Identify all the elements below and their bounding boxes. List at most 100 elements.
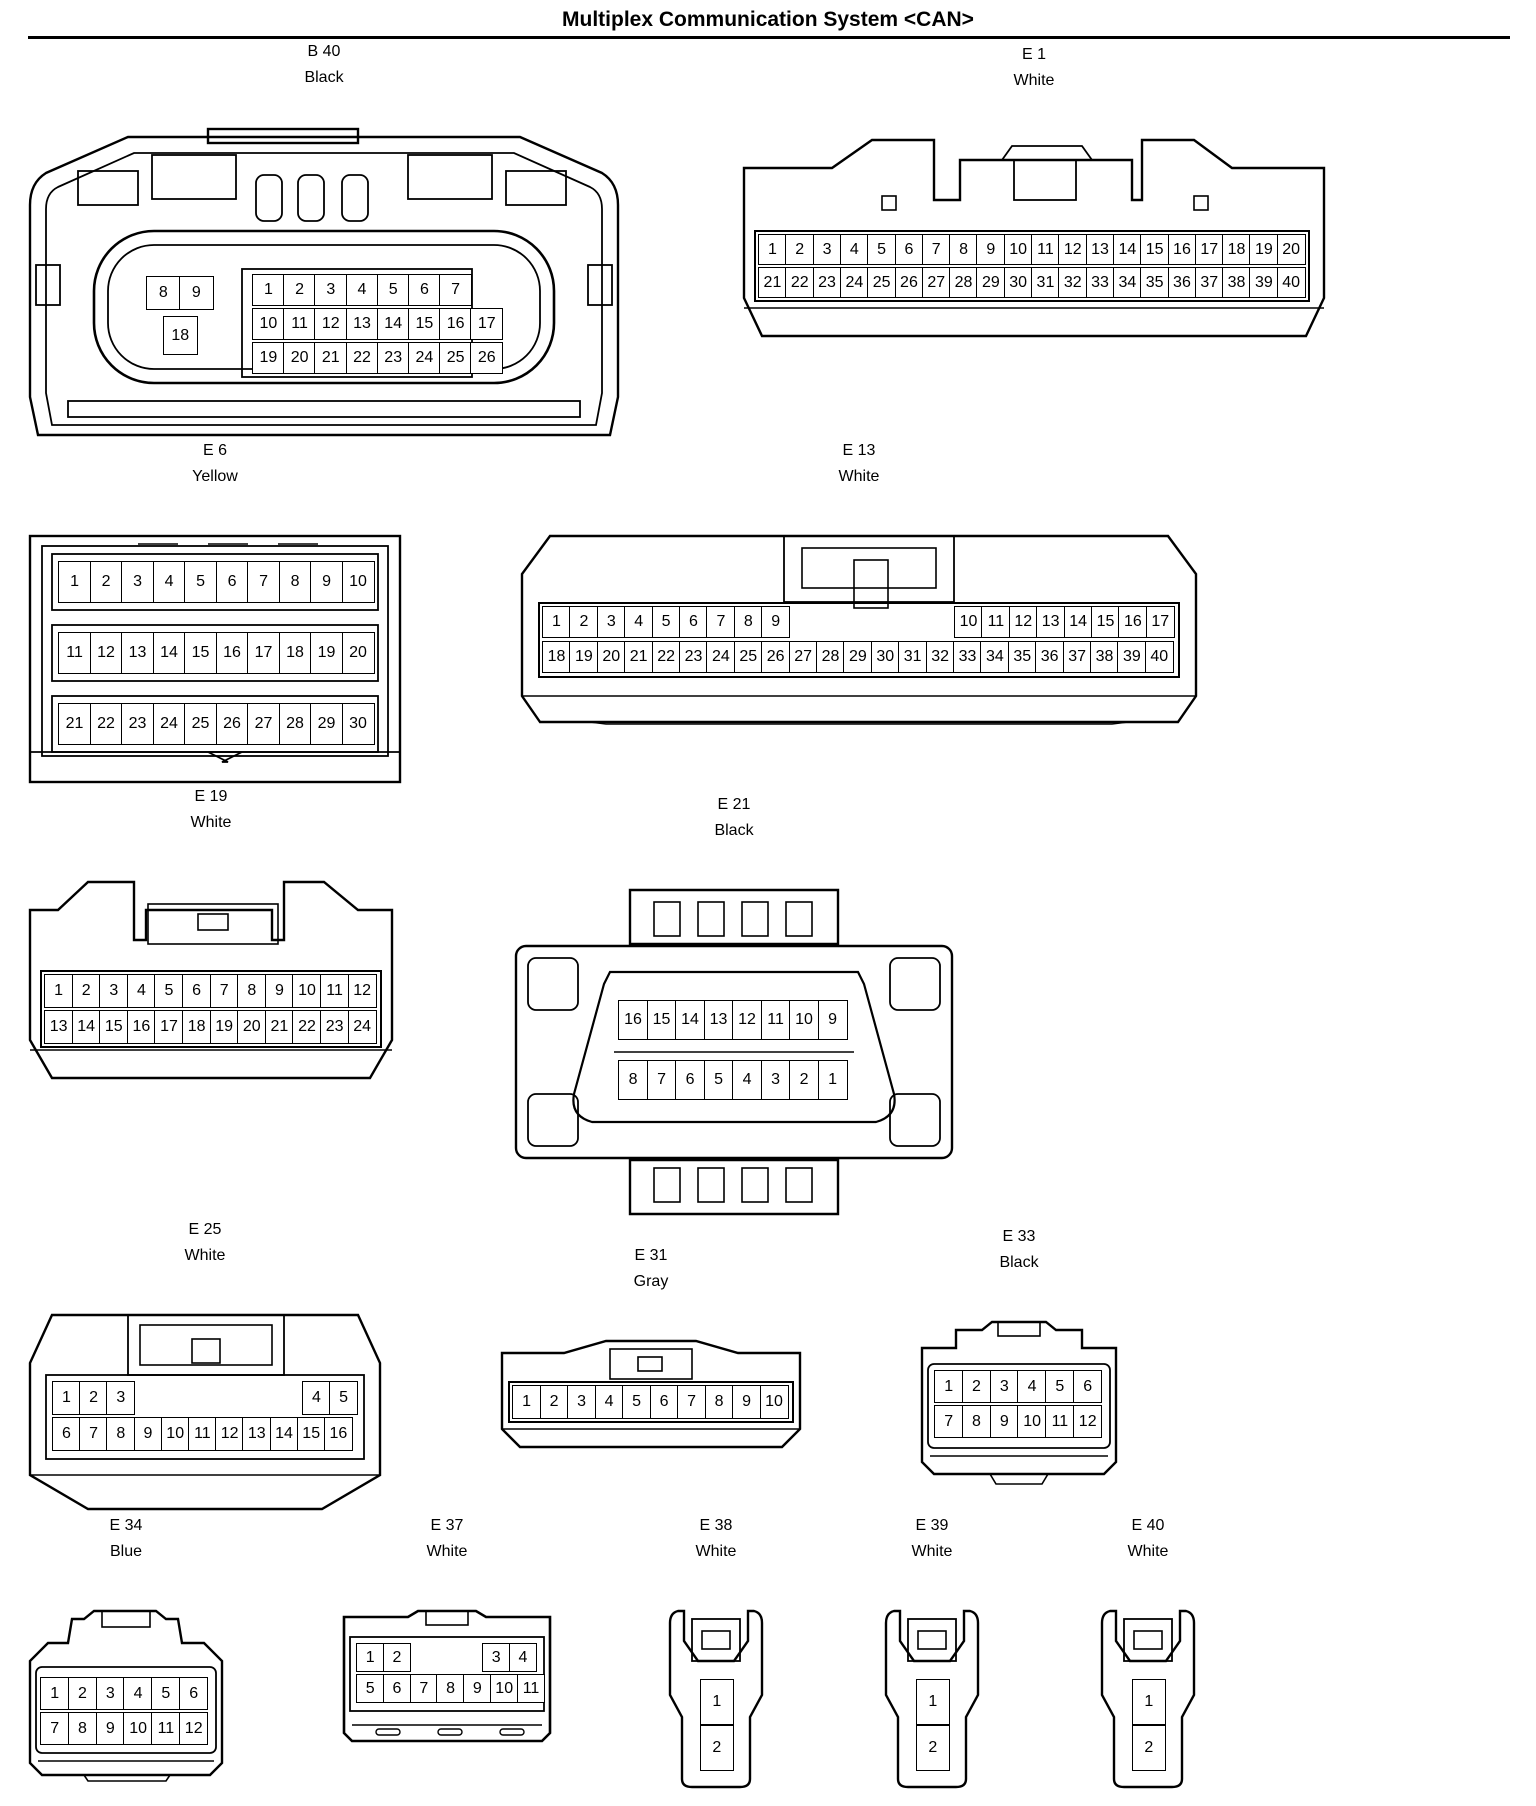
pin-terminal: 26 <box>761 641 791 673</box>
connector-name: E 31 <box>634 1247 668 1264</box>
pin-terminal: 40 <box>1144 641 1174 673</box>
pin-terminal: 3 <box>314 274 348 306</box>
pin-terminal: 33 <box>1085 267 1115 298</box>
pin-terminal: 16 <box>439 308 472 340</box>
pin-terminal: 39 <box>1117 641 1147 673</box>
pin-terminal: 20 <box>1276 234 1306 265</box>
pin-terminal: 12 <box>314 308 348 340</box>
pin-terminal: 22 <box>292 1010 322 1044</box>
pin-terminal: 2 <box>382 1643 412 1672</box>
connector-name: E 1 <box>1021 46 1046 63</box>
pin-terminal: 4 <box>126 974 156 1008</box>
pin-terminal: 29 <box>310 703 344 745</box>
pin-terminal: 15 <box>1140 234 1170 265</box>
pin-terminal: 1 <box>512 1385 542 1419</box>
connector-color: Blue <box>109 1543 143 1560</box>
pin-terminal: 26 <box>894 267 924 298</box>
pin-terminal: 13 <box>242 1417 272 1451</box>
connector-housing <box>500 1339 802 1449</box>
pin-terminal: 19 <box>252 342 285 374</box>
connector-housing <box>28 534 402 784</box>
pin-terminal: 6 <box>182 974 212 1008</box>
pin-terminal: 2 <box>961 1370 992 1403</box>
pin-terminal: 14 <box>1112 234 1142 265</box>
pin-terminal: 1 <box>356 1643 385 1672</box>
pin-terminal: 17 <box>1145 606 1175 638</box>
pin-terminal: 5 <box>703 1060 734 1100</box>
pin-terminal: 4 <box>302 1381 331 1415</box>
pin-terminal: 14 <box>152 632 186 674</box>
pin-terminal: 13 <box>1085 234 1115 265</box>
pin-terminal: 30 <box>870 641 900 673</box>
pin-terminal: 23 <box>121 703 155 745</box>
pin-terminal: 3 <box>121 561 155 603</box>
pin-cavity <box>754 230 1310 302</box>
pin-terminal: 38 <box>1222 267 1251 298</box>
pin-terminal: 5 <box>154 974 184 1008</box>
pin-terminal: 20 <box>596 641 626 673</box>
pin-terminal: 2 <box>79 1381 108 1415</box>
pin-terminal: 6 <box>408 274 441 306</box>
pin-terminal: 1 <box>1132 1679 1166 1725</box>
connector-color: Gray <box>633 1273 669 1290</box>
pin-terminal: 28 <box>949 267 978 298</box>
pin-terminal: 1 <box>916 1679 950 1725</box>
pin-terminal: 4 <box>508 1643 538 1672</box>
pin-terminal: 2 <box>89 561 123 603</box>
connector-housing <box>514 888 954 1216</box>
pin-terminal: 34 <box>1112 267 1142 298</box>
pin-terminal: 6 <box>52 1417 81 1451</box>
pin-terminal: 12 <box>89 632 123 674</box>
pin-terminal: 18 <box>182 1010 212 1044</box>
pin-terminal: 9 <box>133 1417 163 1451</box>
connector-housing <box>28 127 620 437</box>
pin-terminal: 21 <box>624 641 654 673</box>
pin-terminal: 3 <box>760 1060 791 1100</box>
pin-terminal: 5 <box>376 274 410 306</box>
pin-terminal: 24 <box>408 342 441 374</box>
pin-terminal: 1 <box>58 561 92 603</box>
pin-terminal: 10 <box>292 974 322 1008</box>
pin-terminal: 25 <box>439 342 472 374</box>
pin-terminal: 16 <box>1167 234 1197 265</box>
pin-terminal: 4 <box>1017 1370 1047 1403</box>
pin-cavity <box>40 970 382 1048</box>
connector-color: White <box>190 814 232 831</box>
pin-terminal: 7 <box>40 1712 70 1745</box>
pin-terminal: 29 <box>843 641 873 673</box>
connector-housing <box>28 1609 224 1782</box>
pin-terminal: 10 <box>789 1000 820 1040</box>
pin-terminal: 3 <box>95 1677 125 1710</box>
pin-terminal: 9 <box>817 1000 848 1040</box>
pin-cavity <box>538 602 1180 678</box>
pin-terminal: 12 <box>347 974 377 1008</box>
pin-terminal: 10 <box>1017 1405 1047 1438</box>
pin-terminal: 17 <box>470 308 504 340</box>
pin-terminal: 1 <box>700 1679 734 1725</box>
connector-name: E 25 <box>188 1221 222 1238</box>
pin-terminal: 2 <box>785 234 815 265</box>
pin-terminal: 8 <box>949 234 978 265</box>
pin-terminal: 9 <box>761 606 791 638</box>
pin-terminal: 6 <box>382 1674 412 1703</box>
pin-terminal: 23 <box>320 1010 350 1044</box>
pin-terminal: 7 <box>677 1385 707 1419</box>
pin-terminal: 8 <box>733 606 763 638</box>
pin-terminal: 18 <box>278 632 312 674</box>
connector-housing <box>742 138 1326 338</box>
pin-terminal: 2 <box>283 274 316 306</box>
pin-terminal: 4 <box>839 234 869 265</box>
pin-terminal: 25 <box>733 641 763 673</box>
pin-terminal: 16 <box>126 1010 156 1044</box>
pin-terminal: 22 <box>651 641 681 673</box>
pin-terminal: 8 <box>146 276 181 310</box>
pin-terminal: 9 <box>179 276 214 310</box>
pin-terminal: 4 <box>594 1385 624 1419</box>
pin-terminal: 2 <box>789 1060 820 1100</box>
pin-terminal: 7 <box>409 1674 438 1703</box>
pin-terminal: 27 <box>247 703 281 745</box>
